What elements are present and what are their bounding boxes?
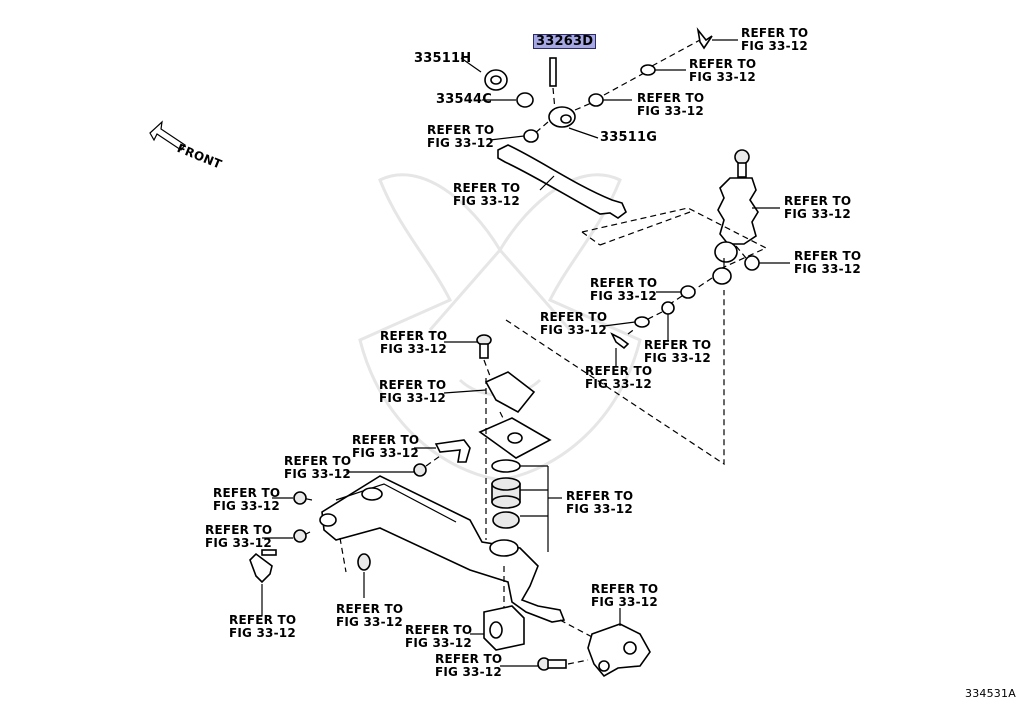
part-label-33511g[interactable]: 33511G: [600, 130, 658, 145]
illustration-code: 334531A: [965, 687, 1016, 700]
crossmember-group: [249, 439, 566, 623]
shift-lever-seat-group: [443, 334, 562, 552]
transmission-mount-group: [470, 566, 651, 678]
part-label-33263d[interactable]: 33263D: [533, 34, 597, 49]
part-label-33511h[interactable]: 33511H: [414, 51, 472, 66]
front-arrow-icon: [149, 120, 186, 151]
part-label-33544c[interactable]: 33544C: [436, 92, 492, 107]
lower-shift-lever-group: [505, 149, 790, 466]
upper-shift-lever-group: [460, 27, 738, 219]
